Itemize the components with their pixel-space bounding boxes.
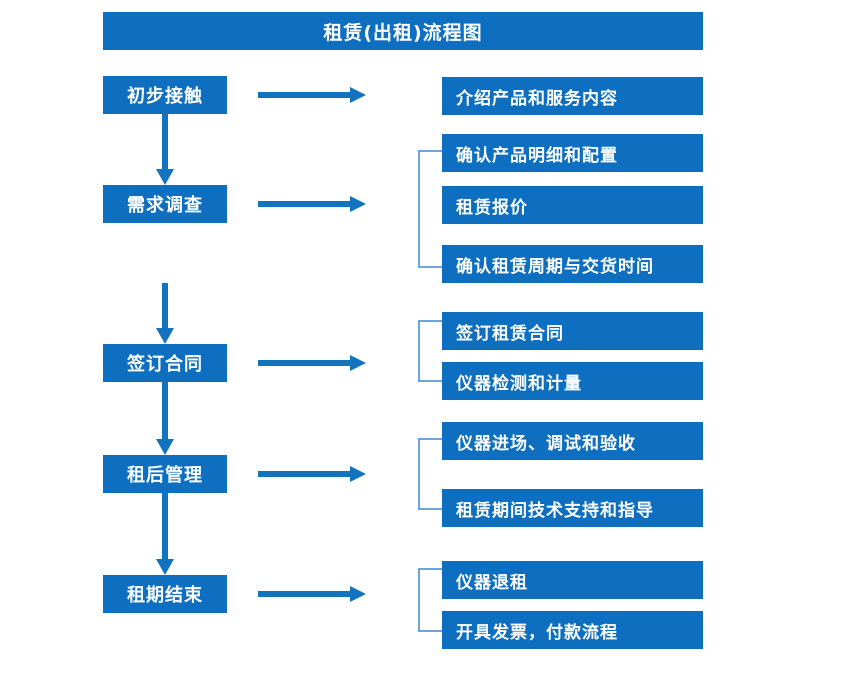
detail-label: 仪器进场、调试和验收 (456, 433, 636, 454)
stage-box-post-rental[interactable]: 租后管理 (103, 455, 227, 493)
stage-label: 签订合同 (127, 354, 203, 375)
detail-box-rental-quote[interactable]: 租赁报价 (442, 186, 703, 224)
detail-box-tech-support[interactable]: 租赁期间技术支持和指导 (442, 489, 703, 527)
stage-box-sign-contract[interactable]: 签订合同 (103, 344, 227, 382)
detail-box-instrument-testing[interactable]: 仪器检测和计量 (442, 362, 703, 400)
vertical-arrow-needs-to-contract (156, 283, 174, 344)
vertical-arrow-contract-to-postrental (156, 382, 174, 455)
horizontal-arrow-sign-contract (258, 355, 366, 371)
stage-box-needs-survey[interactable]: 需求调查 (103, 185, 227, 223)
detail-label: 仪器检测和计量 (456, 373, 582, 394)
horizontal-arrow-lease-end (258, 586, 366, 602)
group-bracket-post-rental (418, 438, 442, 510)
detail-label: 租赁期间技术支持和指导 (456, 500, 654, 521)
horizontal-arrow-post-rental (258, 466, 366, 482)
group-bracket-needs-survey (418, 150, 442, 268)
detail-box-invoice-payment[interactable]: 开具发票，付款流程 (442, 611, 703, 649)
detail-box-instrument-entry[interactable]: 仪器进场、调试和验收 (442, 422, 703, 460)
stage-label: 需求调查 (127, 195, 203, 216)
detail-box-intro-products[interactable]: 介绍产品和服务内容 (442, 77, 703, 115)
vertical-arrow-initial-to-needs (156, 114, 174, 185)
detail-label: 确认租赁周期与交货时间 (456, 256, 654, 277)
stage-box-initial-contact[interactable]: 初步接触 (103, 76, 227, 114)
group-bracket-sign-contract (418, 320, 442, 382)
vertical-arrow-postrental-to-leaseend (156, 493, 174, 575)
detail-box-confirm-period[interactable]: 确认租赁周期与交货时间 (442, 245, 703, 283)
stage-box-lease-end[interactable]: 租期结束 (103, 575, 227, 613)
detail-label: 确认产品明细和配置 (456, 145, 618, 166)
stage-label: 租后管理 (127, 465, 203, 486)
stage-label: 租期结束 (127, 585, 203, 606)
group-bracket-lease-end (418, 568, 442, 632)
detail-box-instrument-return[interactable]: 仪器退租 (442, 561, 703, 599)
detail-label: 仪器退租 (456, 572, 528, 593)
detail-label: 开具发票，付款流程 (456, 622, 618, 643)
horizontal-arrow-needs-survey (258, 196, 366, 212)
page-title: 租赁(出租)流程图 (103, 12, 703, 50)
detail-label: 介绍产品和服务内容 (456, 88, 618, 109)
detail-box-confirm-spec[interactable]: 确认产品明细和配置 (442, 134, 703, 172)
horizontal-arrow-initial-contact (258, 87, 366, 103)
detail-label: 签订租赁合同 (456, 323, 564, 344)
detail-box-sign-lease[interactable]: 签订租赁合同 (442, 312, 703, 350)
detail-label: 租赁报价 (456, 197, 528, 218)
stage-label: 初步接触 (127, 86, 203, 107)
